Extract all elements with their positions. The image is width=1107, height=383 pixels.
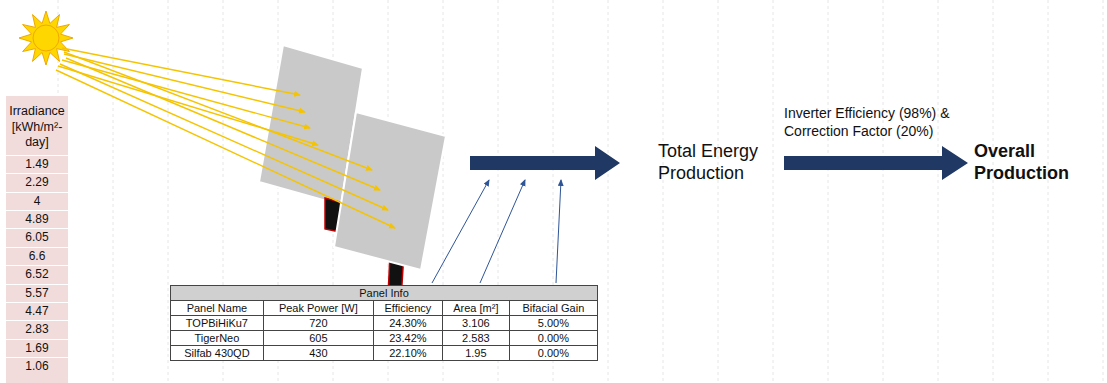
solar-panel (334, 112, 446, 270)
result-text: Total Energy Production (658, 141, 780, 184)
table-value: 23.42% (377, 331, 439, 345)
sun-rays (56, 48, 395, 228)
grid-line (1048, 0, 1049, 383)
output-label: Overall Production (974, 141, 1084, 184)
stage-label: Total Energy Production (658, 141, 780, 184)
edge-label: Inverter Efficiency (98%) & Correction F… (784, 104, 984, 140)
table-cell: TOPBiHiKu7 (171, 316, 264, 331)
sun-ray (62, 60, 310, 128)
sun-disc (33, 25, 59, 51)
table-cell: 605 (263, 331, 373, 346)
data-table: Panel InfoPanel Name Peak Power [W] Effici… (170, 285, 598, 361)
table-cell: 0.00% (509, 346, 597, 361)
table-value: 0.00% (513, 331, 594, 345)
table-value: TOPBiHiKu7 (174, 316, 260, 330)
column-header: Peak Power [W] (267, 301, 370, 315)
grid-line (883, 0, 884, 383)
table-cell: TigerNeo (171, 331, 264, 346)
irradiance-value: 4.47 (6, 302, 68, 320)
table-cell: Efficiency (373, 301, 442, 316)
grid-line (773, 0, 774, 383)
table-row: Silfab 430QD 430 22.10% 1.95 0.00% (171, 346, 598, 361)
irradiance-value: 2.83 (6, 320, 68, 338)
table-cell: 3.106 (442, 316, 509, 331)
sun-ray (64, 54, 305, 112)
table-cell: 5.00% (509, 316, 597, 331)
block-arrow (784, 146, 968, 180)
column-header: Irradiance [kWh/m²-day] (6, 96, 68, 155)
table-value: 430 (267, 346, 370, 360)
sun-ray (66, 58, 380, 190)
grid-lines (58, 0, 1103, 383)
table-value: 1.95 (446, 346, 506, 360)
sun-ray (56, 70, 395, 228)
table-cell: Panel Name (171, 301, 264, 316)
irradiance-column: Irradiance [kWh/m²-day]1.492.2944.896.05… (6, 96, 68, 383)
table-value: 3.106 (446, 316, 506, 330)
sun-rays-star (19, 11, 73, 65)
table-cell: 23.42% (373, 331, 442, 346)
grid-line (168, 0, 169, 383)
table-cell: Panel Info (171, 286, 598, 301)
leader-line (432, 180, 489, 283)
irradiance-value: 2.29 (6, 173, 68, 191)
table-value: 24.30% (377, 316, 439, 330)
column-header: Area [m²] (446, 301, 506, 315)
result-text: Overall Production (974, 141, 1084, 184)
table-value: 5.00% (513, 316, 594, 330)
table-value: 605 (267, 331, 370, 345)
sun-ray (64, 52, 372, 170)
table-value: 0.00% (513, 346, 594, 360)
irradiance-value: 4.89 (6, 210, 68, 228)
sun-ray (58, 66, 318, 145)
irradiance-value: 6.6 (6, 247, 68, 265)
column-header: Bifacial Gain (513, 301, 594, 315)
grid-line (993, 0, 994, 383)
panel-info-table: Panel InfoPanel Name Peak Power [W] Effici… (170, 285, 598, 361)
table-cell: Bifacial Gain (509, 301, 597, 316)
block-arrow (470, 146, 620, 180)
sun-ray (60, 64, 388, 210)
irradiance-value: 1.69 (6, 339, 68, 357)
table-cell: 2.583 (442, 331, 509, 346)
table-title: Panel Info (174, 286, 594, 300)
table-row: TOPBiHiKu7 720 24.30% 3.106 5.00% (171, 316, 598, 331)
table-value: 22.10% (377, 346, 439, 360)
grid-line (828, 0, 829, 383)
irradiance-value: 1.49 (6, 155, 68, 173)
table-cell: 24.30% (373, 316, 442, 331)
grid-line (938, 0, 939, 383)
irradiance-value: 1.06 (6, 357, 68, 375)
leader-line (556, 180, 561, 283)
table-cell: 0.00% (509, 331, 597, 346)
table-row: TigerNeo 605 23.42% 2.583 0.00% (171, 331, 598, 346)
column-header: Panel Name (174, 301, 260, 315)
table-value: 2.583 (446, 331, 506, 345)
irradiance-value: 4 (6, 192, 68, 210)
table-cell: 430 (263, 346, 373, 361)
table-cell: Silfab 430QD (171, 346, 264, 361)
table-cell: 22.10% (373, 346, 442, 361)
table-value: Silfab 430QD (174, 346, 260, 360)
grid-line (1103, 0, 1104, 383)
leader-line (480, 180, 525, 283)
irradiance-value: 6.05 (6, 228, 68, 246)
grid-line (608, 0, 609, 383)
irradiance-value: 6.52 (6, 265, 68, 283)
irradiance-value: 5.57 (6, 284, 68, 302)
table-value: 720 (267, 316, 370, 330)
table-value: TigerNeo (174, 331, 260, 345)
sun-icon (19, 11, 73, 65)
table-row: Panel Name Peak Power [W] Efficiency Area [… (171, 301, 598, 316)
table-cell: Peak Power [W] (263, 301, 373, 316)
grid-line (718, 0, 719, 383)
column-header: Efficiency (377, 301, 439, 315)
table-row: Panel Info (171, 286, 598, 301)
table-cell: 1.95 (442, 346, 509, 361)
table-cell: 720 (263, 316, 373, 331)
grid-line (663, 0, 664, 383)
table-cell: Area [m²] (442, 301, 509, 316)
